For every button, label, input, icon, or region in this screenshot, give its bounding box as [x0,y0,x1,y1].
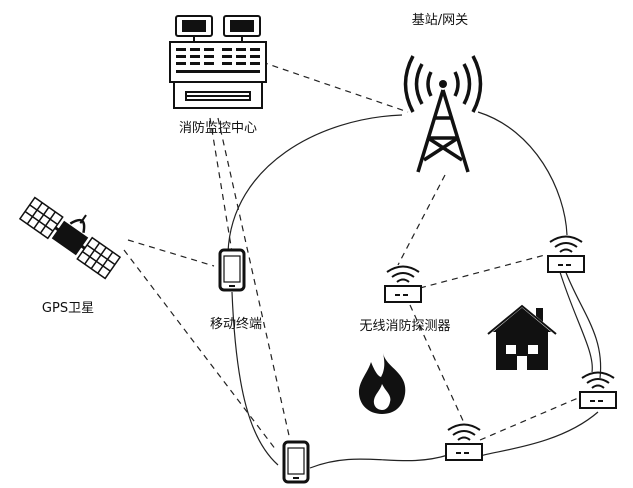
link-gps-phone2 [123,249,277,451]
house-icon [485,304,559,370]
control-console-icon [169,15,267,109]
link-detector-detector-lower [409,304,466,426]
link-lower-detectors [479,411,599,457]
link-right-detectors-2 [559,271,593,373]
gps-satellite-label: GPS卫星 [42,301,94,316]
link-detector-lower-right [479,397,579,441]
wireless-detector-icon-bottom [445,423,483,461]
link-station-detector-right [477,111,568,236]
link-phone1-phone2 [231,291,279,466]
link-phone2-detector [309,454,449,469]
fire-icon [358,353,406,414]
link-station-detector [397,174,446,266]
link-right-detectors-1 [564,269,602,379]
base-station-label: 基站/网关 [412,13,468,28]
link-center-station [261,61,409,113]
mobile-terminal-label: 移动终端 [210,316,262,332]
satellite-icon [18,196,122,280]
smartphone-icon [218,248,246,292]
link-detector-detector [419,254,546,289]
dashed-links [123,61,579,451]
monitoring-center-label: 消防监控中心 [179,120,257,136]
link-gps-phone1 [127,239,215,267]
wireless-detector-icon [384,265,422,303]
link-phone1-station [227,114,403,253]
wireless-detector-label: 无线消防探测器 [359,318,450,334]
smartphone-icon-lower [282,440,310,484]
wireless-detector-icon-lower-right [579,371,617,409]
wireless-detector-icon-right [547,235,585,273]
link-center-phone1 [209,117,233,253]
radio-tower-icon [403,55,483,173]
solid-links [227,111,602,469]
